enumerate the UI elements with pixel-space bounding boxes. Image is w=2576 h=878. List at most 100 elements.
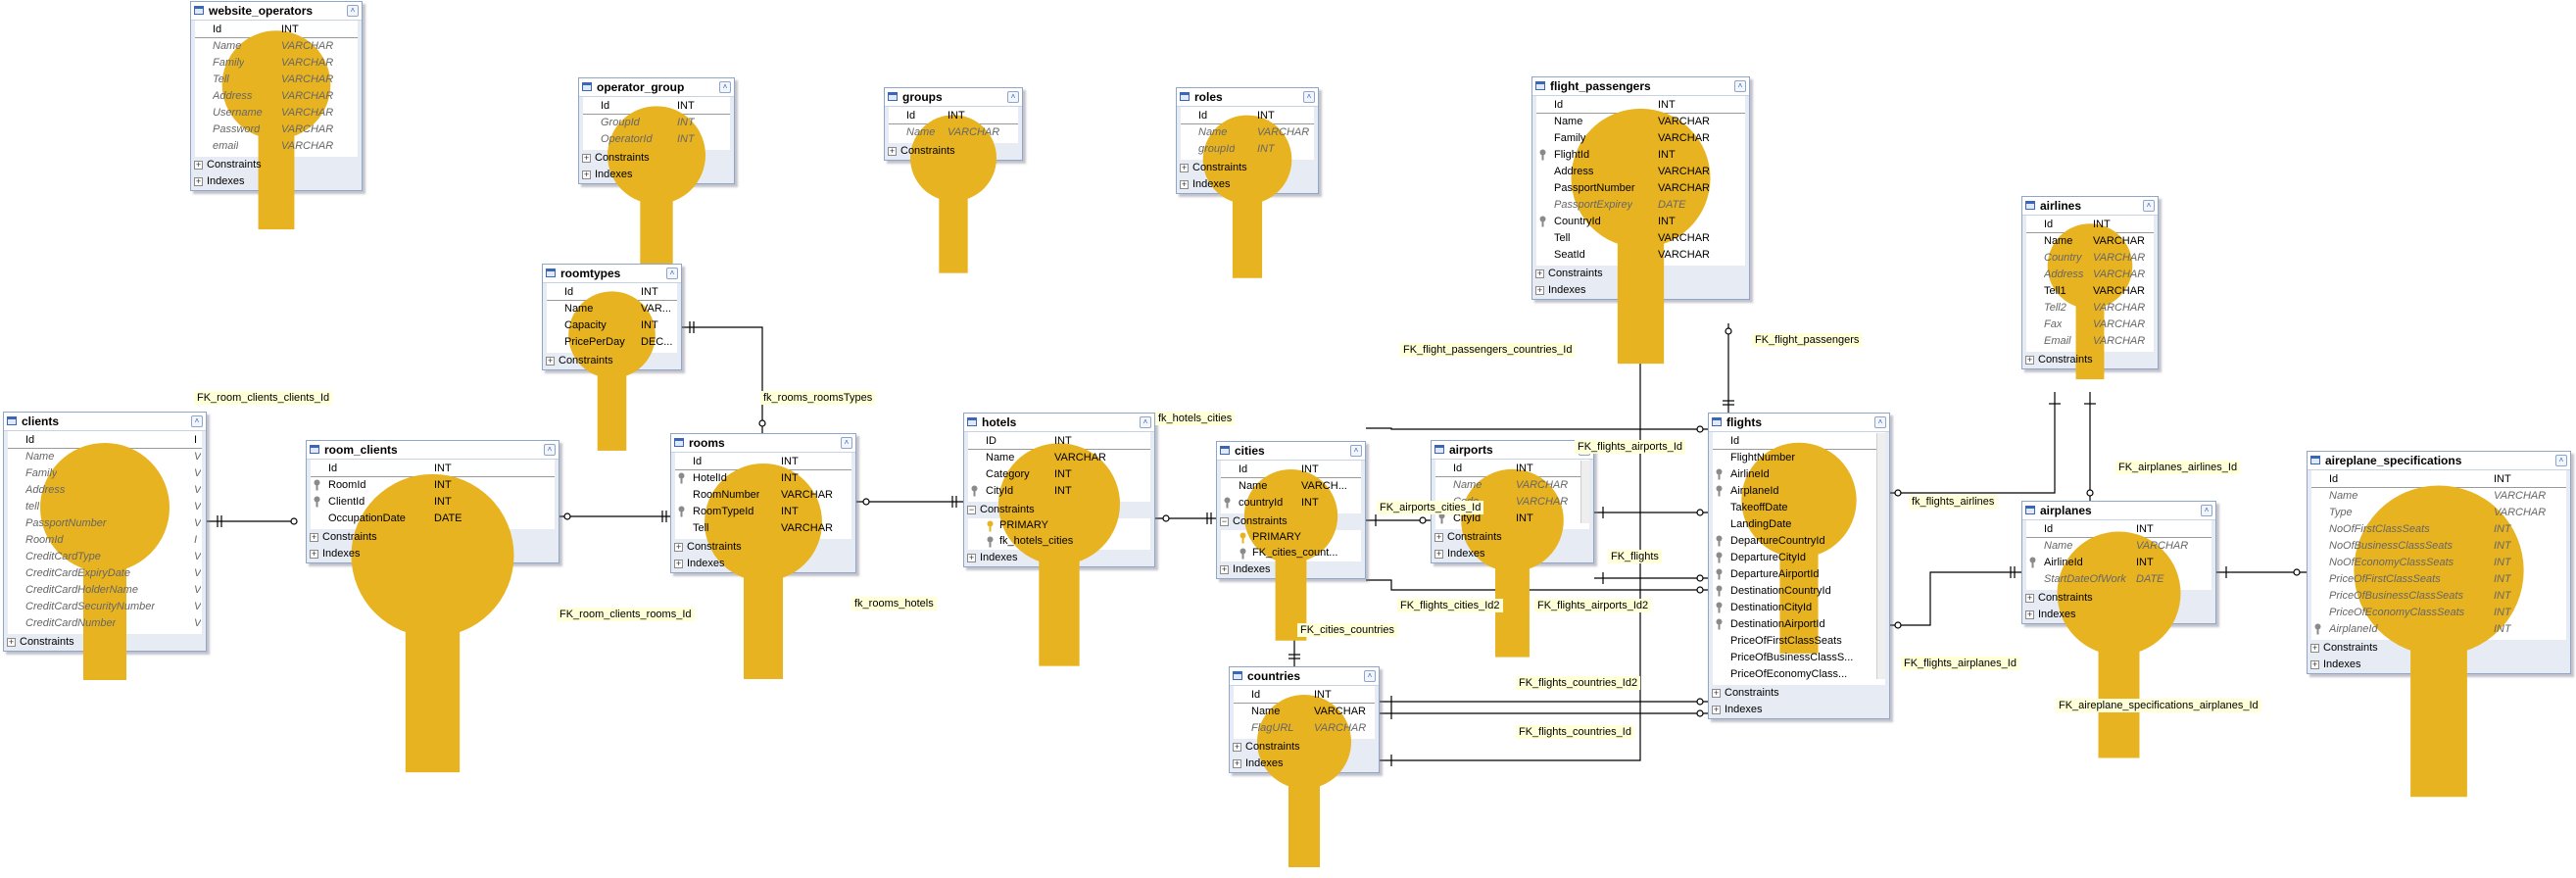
table-header[interactable]: aireplane_specifications˄ [2308,452,2570,470]
vertical-scrollbar[interactable] [1876,433,1885,679]
table-header[interactable]: countries˄ [1230,667,1379,686]
table-header[interactable]: website_operators˄ [191,2,362,21]
collapse-chevrons-icon[interactable]: ˄ [1874,416,1886,428]
collapse-chevrons-icon[interactable]: ˄ [1140,416,1151,428]
section-constraints[interactable]: +Constraints [1534,266,1747,282]
section-constraints[interactable]: +Constraints [1179,160,1316,176]
table-header[interactable]: flights˄ [1709,414,1889,432]
table-header[interactable]: room_clients˄ [307,441,559,460]
expand-plus-icon[interactable]: + [1233,742,1241,752]
column-row[interactable]: DepartureCountryId [1713,533,1885,550]
expand-plus-icon[interactable]: + [2025,355,2034,365]
section-constraints[interactable]: +Constraints [581,150,732,167]
table-header[interactable]: groups˄ [885,88,1022,107]
collapse-chevrons-icon[interactable]: ˄ [666,268,678,279]
vertical-scrollbar[interactable] [1580,461,1589,523]
section-constraints[interactable]: +Constraints [309,529,557,546]
section-indexes[interactable]: +Indexes [2309,657,2568,673]
expand-plus-icon[interactable]: + [310,549,318,559]
table-header[interactable]: airlines˄ [2022,197,2158,216]
section-indexes[interactable]: +Indexes [581,167,732,183]
column-header-row[interactable]: Id [1713,433,1885,654]
column-row[interactable]: DepartureAirportId [1713,566,1885,583]
collapse-chevrons-icon[interactable]: ˄ [841,437,852,449]
table-header[interactable]: hotels˄ [964,414,1154,432]
table-header[interactable]: airports˄ [1432,441,1593,460]
collapse-chevrons-icon[interactable]: ˄ [2201,505,2212,516]
collapse-chevrons-icon[interactable]: ˄ [719,81,731,93]
expand-plus-icon[interactable]: + [674,542,683,552]
collapse-chevrons-icon[interactable]: ˄ [544,444,556,456]
section-indexes[interactable]: +Indexes [309,546,557,562]
constraint-item[interactable]: fk_hotels_cities [968,534,1150,550]
section-indexes[interactable]: +Indexes [1179,176,1316,193]
collapse-chevrons-icon[interactable]: ˄ [1350,445,1362,457]
section-indexes[interactable]: +Indexes [1434,546,1591,562]
section-indexes[interactable]: +Indexes [1711,702,1887,718]
table-header[interactable]: cities˄ [1217,442,1365,461]
column-row[interactable]: DestinationCityId [1713,600,1885,616]
collapse-minus-icon[interactable]: − [967,505,976,514]
table-header[interactable]: roomtypes˄ [543,265,681,283]
section-indexes[interactable]: +Indexes [193,173,360,190]
expand-plus-icon[interactable]: + [194,160,203,170]
column-row[interactable]: PriceOfFirstClassSeats [1713,633,1885,650]
table-header[interactable]: clients˄ [4,413,206,431]
section-constraints[interactable]: +Constraints [1711,685,1887,702]
section-indexes[interactable]: +Indexes [1534,282,1747,299]
expand-plus-icon[interactable]: + [7,637,16,647]
expand-plus-icon[interactable]: + [1535,268,1544,278]
table-header[interactable]: roles˄ [1177,88,1318,107]
collapse-chevrons-icon[interactable]: ˄ [1007,91,1019,103]
collapse-minus-icon[interactable]: − [1220,516,1229,526]
expand-plus-icon[interactable]: + [888,146,897,156]
expand-plus-icon[interactable]: + [967,553,976,562]
constraint-item[interactable]: PRIMARY [968,518,1150,534]
